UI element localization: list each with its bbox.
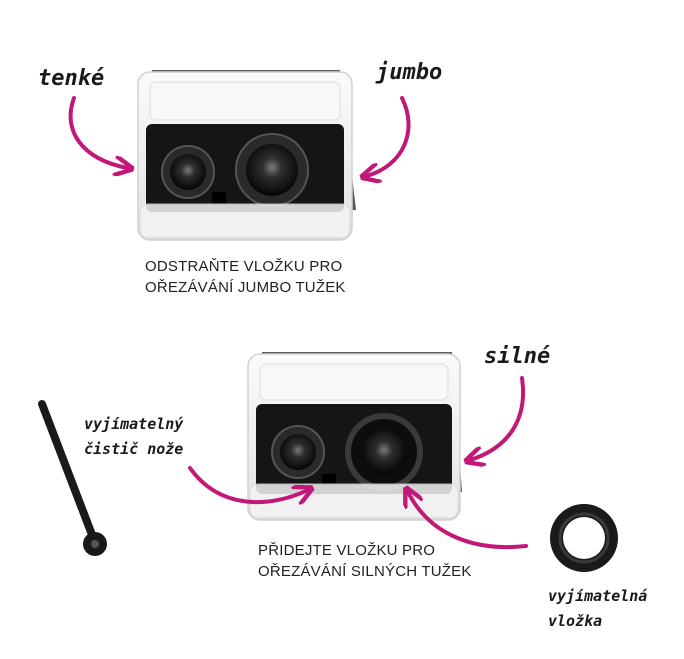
sharpener-bottom	[247, 352, 462, 521]
blade-cleaner-icon	[38, 400, 107, 556]
arrow-icon	[408, 492, 528, 549]
arrow-icon	[188, 466, 308, 502]
label-jumbo: jumbo	[376, 60, 443, 85]
caption-bottom-line-1: PŘIDEJTE VLOŽKU PRO	[258, 542, 436, 559]
label-insert: vyjímatelná vložka	[548, 584, 647, 634]
label-blade-cleaner-line-1: vyjímatelný	[84, 415, 184, 433]
arrow-icon	[470, 376, 525, 460]
caption-top-line-2: OŘEZÁVÁNÍ JUMBO TUŽEK	[145, 279, 346, 296]
label-insert-line-1: vyjímatelná	[548, 587, 648, 605]
sharpener-top	[137, 70, 356, 241]
label-blade-cleaner: vyjímatelný čistič nože	[84, 412, 183, 462]
label-insert-line-2: vložka	[548, 612, 603, 630]
caption-top-line-1: ODSTRAŇTE VLOŽKU PRO	[145, 258, 343, 275]
caption-top: ODSTRAŇTE VLOŽKU PRO OŘEZÁVÁNÍ JUMBO TUŽ…	[145, 256, 346, 298]
arrows	[68, 96, 528, 549]
caption-bottom: PŘIDEJTE VLOŽKU PRO OŘEZÁVÁNÍ SILNÝCH TU…	[258, 540, 472, 582]
label-thick: silné	[484, 344, 551, 369]
label-thin: tenké	[38, 66, 105, 91]
label-blade-cleaner-line-2: čistič nože	[84, 440, 184, 458]
caption-bottom-line-2: OŘEZÁVÁNÍ SILNÝCH TUŽEK	[258, 563, 472, 580]
arrow-icon	[366, 96, 411, 176]
arrow-icon	[68, 96, 128, 168]
ring-insert-icon	[550, 504, 618, 572]
